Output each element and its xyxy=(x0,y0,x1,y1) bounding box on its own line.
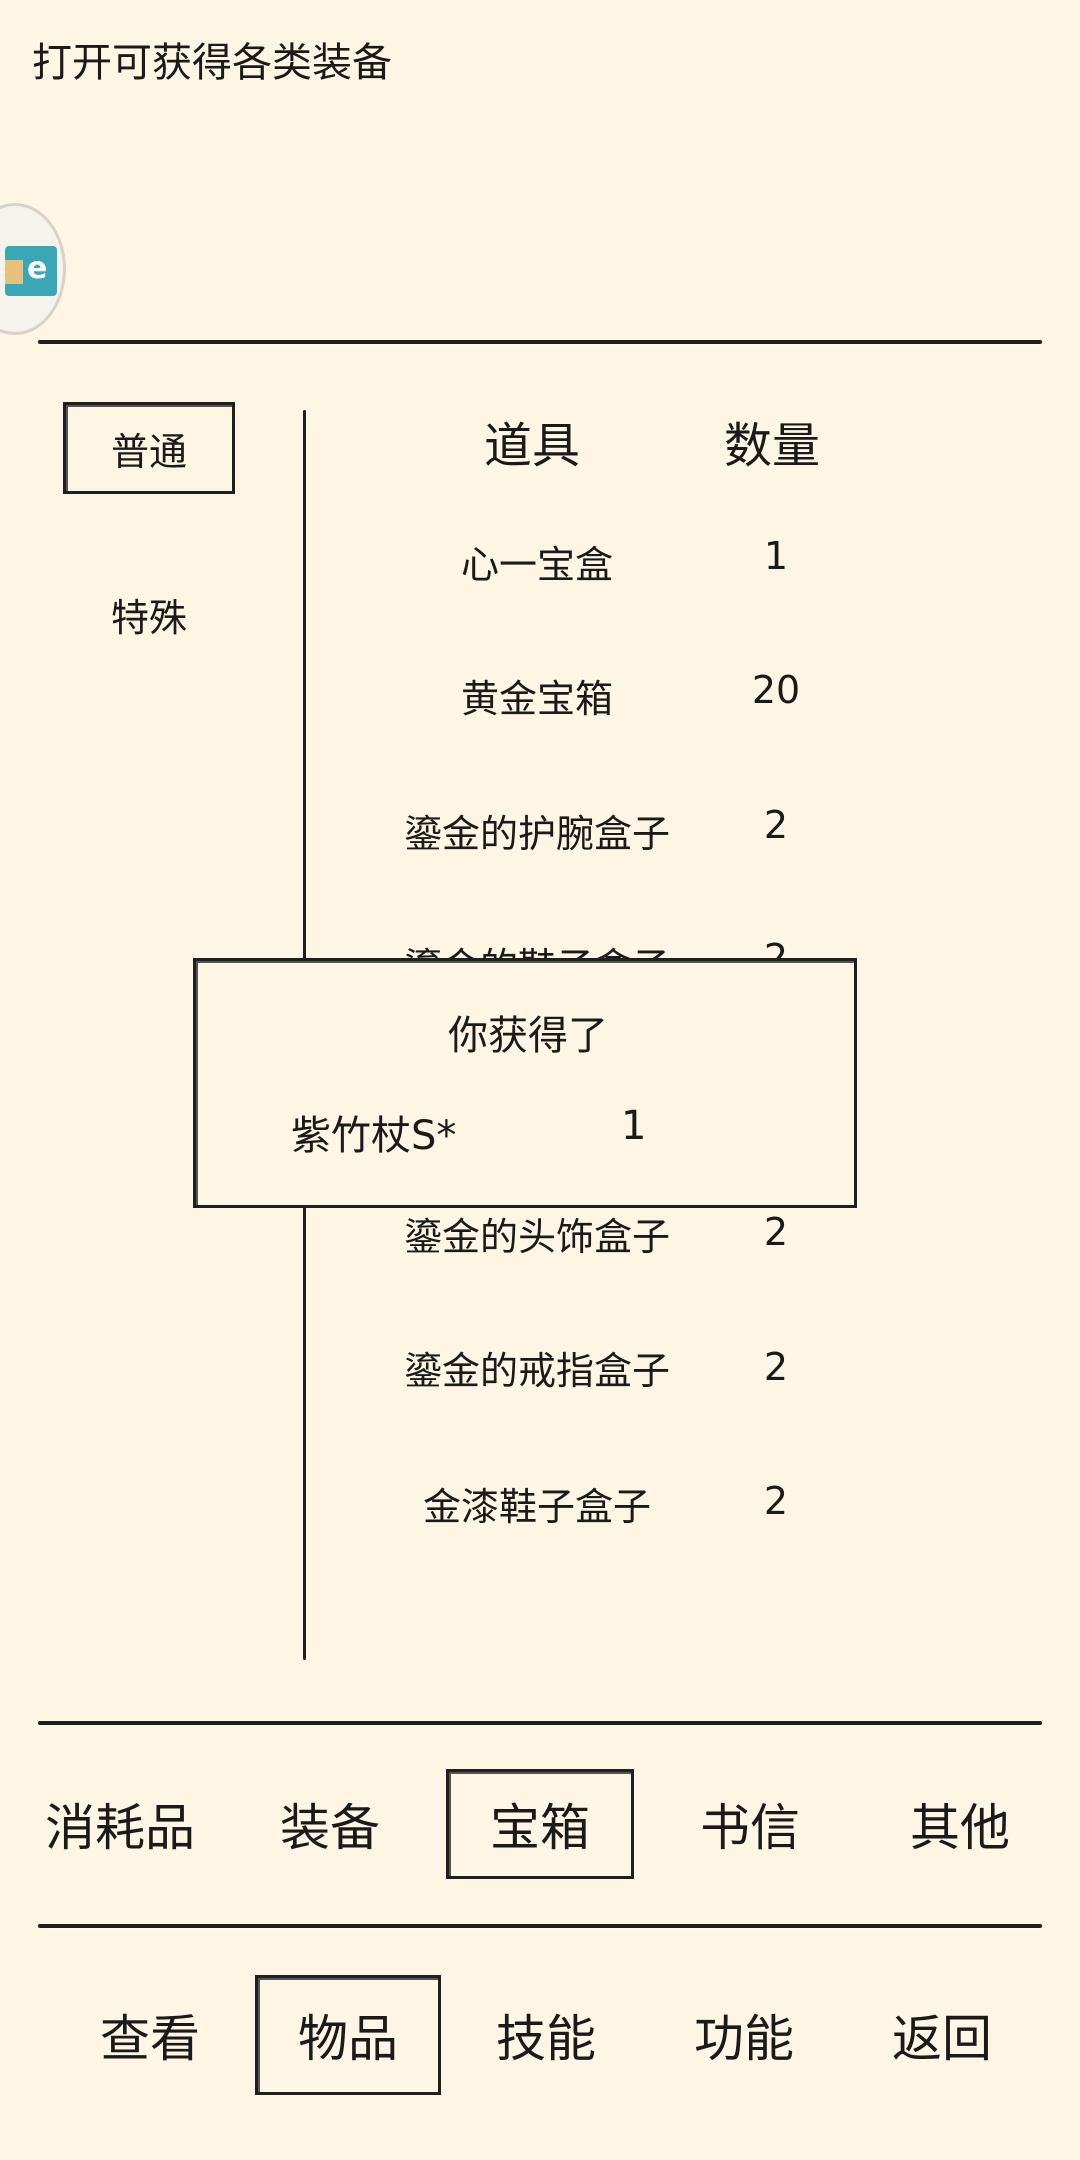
tab-other[interactable]: 其他 xyxy=(910,1799,1010,1857)
nav-skills[interactable]: 技能 xyxy=(496,2010,596,2068)
nav-items[interactable]: 物品 xyxy=(255,1975,441,2095)
popup-item-count: 1 xyxy=(621,1103,647,1149)
table-row-count: 2 xyxy=(763,1345,789,1389)
table-row-count: 1 xyxy=(763,534,789,578)
reward-popup[interactable]: 你获得了 紫竹杖S* 1 xyxy=(193,958,857,1208)
nav-functions[interactable]: 功能 xyxy=(694,2010,794,2068)
floating-assistant-icon[interactable]: e xyxy=(0,203,66,335)
count-column-header: 数量 xyxy=(723,418,820,474)
table-row-count: 2 xyxy=(763,1210,789,1254)
popup-item-name: 紫竹杖S* xyxy=(291,1113,457,1159)
item-column-header: 道具 xyxy=(483,418,580,474)
table-row-count: 20 xyxy=(751,668,801,712)
table-row-name[interactable]: 鎏金的护腕盒子 xyxy=(403,812,670,856)
nav-view[interactable]: 查看 xyxy=(100,2010,200,2068)
table-row-name[interactable]: 金漆鞋子盒子 xyxy=(422,1485,651,1529)
tab-consumables[interactable]: 消耗品 xyxy=(45,1799,195,1857)
top-divider xyxy=(38,340,1042,344)
table-row-name[interactable]: 鎏金的头饰盒子 xyxy=(403,1215,670,1259)
table-row-count: 2 xyxy=(763,803,789,847)
tab-equipment[interactable]: 装备 xyxy=(280,1799,380,1857)
table-row-name[interactable]: 心一宝盒 xyxy=(460,543,613,587)
popup-title: 你获得了 xyxy=(448,1013,608,1059)
table-row-name[interactable]: 鎏金的戒指盒子 xyxy=(403,1349,670,1393)
table-row-name[interactable]: 黄金宝箱 xyxy=(460,677,613,721)
middle-divider xyxy=(38,1721,1042,1725)
category-special-button[interactable]: 特殊 xyxy=(110,595,187,640)
table-row-count: 2 xyxy=(763,1479,789,1523)
nav-back[interactable]: 返回 xyxy=(892,2010,992,2068)
bottom-divider xyxy=(38,1924,1042,1928)
tab-chests[interactable]: 宝箱 xyxy=(446,1769,634,1879)
header-hint: 打开可获得各类装备 xyxy=(32,40,392,86)
tab-letters[interactable]: 书信 xyxy=(700,1799,800,1857)
category-normal-button[interactable]: 普通 xyxy=(63,402,235,494)
